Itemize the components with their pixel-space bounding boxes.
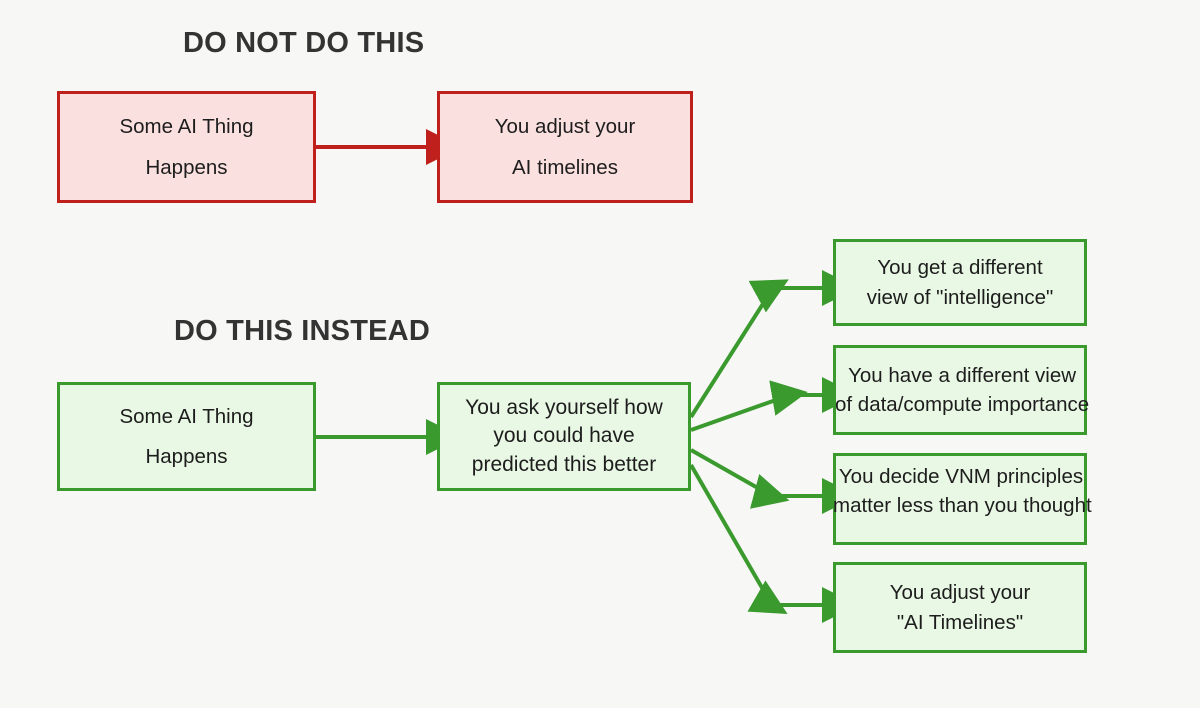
node-good-source-line1: Some AI Thing	[119, 404, 254, 428]
node-outcome-3-line2: matter less than you thought	[833, 494, 1092, 518]
node-outcome-4-line1: You adjust your	[889, 581, 1031, 605]
node-good-pivot-text: You ask yourself how you could have predic…	[465, 394, 663, 478]
node-outcome-2[interactable]: You have a different view of data/compute…	[833, 345, 1089, 435]
node-outcome-1-text: You get a different view of "intelligence…	[867, 253, 1054, 311]
node-outcome-3[interactable]: You decide VNM principles matter less tha…	[833, 453, 1092, 545]
node-good-source-line2: Happens	[145, 445, 228, 468]
node-good-pivot-line1: You ask yourself how	[465, 396, 663, 420]
good-section-heading: DO THIS INSTEAD	[174, 315, 430, 347]
node-good-pivot-line2: you could have	[493, 424, 635, 448]
node-good-pivot-line3: predicted this better	[471, 452, 657, 476]
node-outcome-4-text: You adjust your "AI Timelines"	[890, 578, 1031, 636]
node-outcome-1-line1: You get a different	[877, 256, 1043, 280]
node-outcome-2-text: You have a different view of data/compute…	[835, 361, 1089, 419]
arrow-pivot-to-outcome-4	[689, 463, 858, 623]
arrow-pivot-to-outcome-2	[690, 377, 858, 432]
node-good-pivot[interactable]: You ask yourself how you could have predic…	[437, 382, 691, 491]
arrow-pivot-to-outcome-1	[689, 270, 858, 419]
node-bad-source-line2: Happens	[145, 155, 228, 179]
node-outcome-4-line2: "AI Timelines"	[896, 610, 1024, 634]
node-bad-target[interactable]: You adjust your AI timelines	[437, 91, 693, 203]
node-outcome-4[interactable]: You adjust your "AI Timelines"	[833, 562, 1087, 653]
node-outcome-2-line1: You have a different view	[848, 364, 1077, 387]
node-outcome-3-text: You decide VNM principles matter less tha…	[833, 462, 1092, 520]
node-outcome-2-line2: of data/compute importance	[835, 393, 1090, 417]
node-outcome-3-line1: You decide VNM principles	[838, 465, 1084, 488]
node-outcome-1[interactable]: You get a different view of "intelligence…	[833, 239, 1087, 326]
node-bad-source-line1: Some AI Thing	[119, 115, 254, 139]
bad-section-heading: DO NOT DO THIS	[183, 27, 425, 59]
arrow-pivot-to-outcome-3	[690, 448, 858, 514]
node-outcome-1-line2: view of "intelligence"	[866, 285, 1054, 309]
node-bad-target-text: You adjust your AI timelines	[495, 112, 636, 181]
node-bad-target-line1: You adjust your	[494, 115, 636, 139]
node-bad-target-line2: AI timelines	[512, 155, 618, 179]
